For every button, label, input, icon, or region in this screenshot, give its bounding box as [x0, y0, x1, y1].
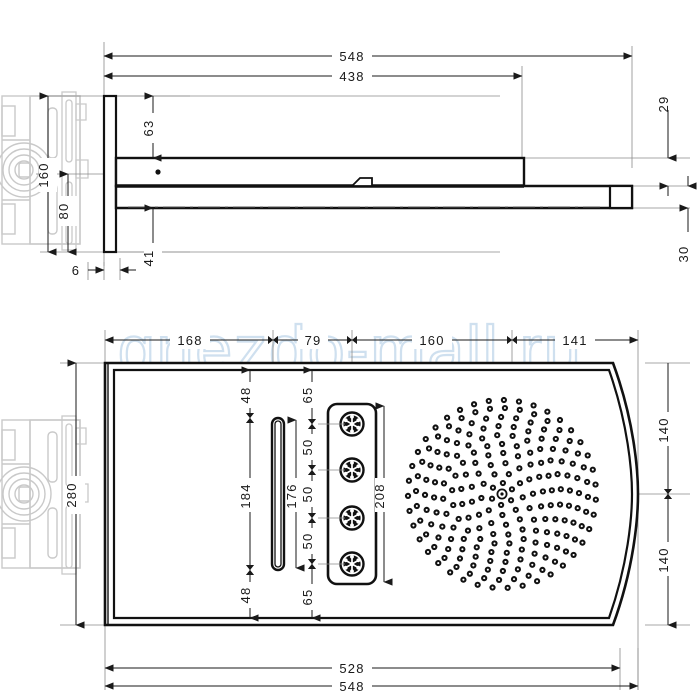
dim-label-140-bottom: 140 [656, 547, 671, 572]
side-head-body [114, 184, 634, 210]
dim-label-6: 6 [72, 263, 80, 278]
dim-label-176: 176 [284, 483, 299, 508]
dim-label-50-a: 50 [300, 439, 315, 456]
dim-label-548-side: 548 [339, 49, 364, 64]
dim-label-280: 280 [64, 482, 79, 507]
dim-side-panel-length: 438 [103, 66, 523, 85]
dim-jet-chain: 65 50 50 50 65 [300, 366, 345, 622]
dim-label-548-bottom: 548 [339, 679, 364, 694]
dim-label-30: 30 [676, 246, 691, 263]
dim-jet-block-length: 208 [372, 402, 393, 586]
dim-side-arm-offset-lower: 41 [141, 204, 162, 273]
side-swivel-tab [349, 177, 373, 187]
dim-slot-chain: 48 184 48 [238, 366, 259, 622]
dim-label-29: 29 [656, 96, 671, 113]
dim-label-160: 160 [419, 333, 444, 348]
side-end-cap [608, 184, 634, 210]
dim-side-overall-length: 548 [103, 46, 633, 65]
dim-label-168: 168 [177, 333, 202, 348]
bottom-jet-block [326, 402, 378, 586]
dim-chain-top: 168 79 160 141 [104, 330, 639, 349]
dim-label-184: 184 [238, 483, 253, 508]
dim-label-48-bottom: 48 [238, 587, 253, 604]
bottom-slot-feature [270, 416, 286, 572]
bottom-inner-face [112, 368, 634, 620]
dim-label-140-top: 140 [656, 417, 671, 442]
dim-label-79: 79 [305, 333, 322, 348]
rain-disc-center-dot [500, 492, 504, 496]
dim-side-inlet-height: 80 [56, 170, 77, 256]
bottom-rain-disc [404, 396, 599, 591]
dim-body-length: 528 [104, 658, 621, 677]
dim-label-48-top: 48 [238, 387, 253, 404]
dim-label-50-c: 50 [300, 533, 315, 550]
dim-side-head-thickness: 29 [656, 96, 677, 196]
dim-side-tail-thickness: 30 [676, 176, 697, 263]
dim-label-438: 438 [339, 69, 364, 84]
dim-label-65-top: 65 [300, 387, 315, 404]
dim-rain-center-chain: 140 140 [656, 363, 677, 629]
dim-label-65-bottom: 65 [300, 589, 315, 606]
dim-bottom-overall-width: 280 [64, 359, 85, 629]
dim-label-160: 160 [36, 162, 51, 187]
dim-label-41: 41 [141, 250, 156, 267]
dim-total-length: 548 [104, 676, 639, 695]
side-upper-arm [114, 156, 526, 188]
side-body-outline [102, 94, 634, 254]
dim-slot-length: 176 [284, 416, 305, 572]
dim-side-plate-thickness: 6 [72, 263, 136, 278]
dim-side-arm-offset-upper: 63 [141, 92, 162, 162]
dim-label-208: 208 [372, 483, 387, 508]
bottom-slot-inner [274, 420, 282, 568]
dim-label-50-b: 50 [300, 486, 315, 503]
dim-label-141: 141 [562, 333, 587, 348]
rain-disc-center-marker [496, 488, 508, 500]
side-elevation-view: 548 438 63 160 80 41 [0, 42, 697, 280]
dim-side-wall-plate-height: 160 [36, 92, 57, 256]
dim-label-80: 80 [56, 203, 71, 220]
side-wall-plate [102, 94, 118, 254]
dim-label-528: 528 [339, 661, 364, 676]
dim-label-63: 63 [141, 120, 156, 137]
side-pivot-dot [155, 169, 161, 175]
bottom-plan-view: 168 79 160 141 280 48 184 [0, 330, 690, 695]
